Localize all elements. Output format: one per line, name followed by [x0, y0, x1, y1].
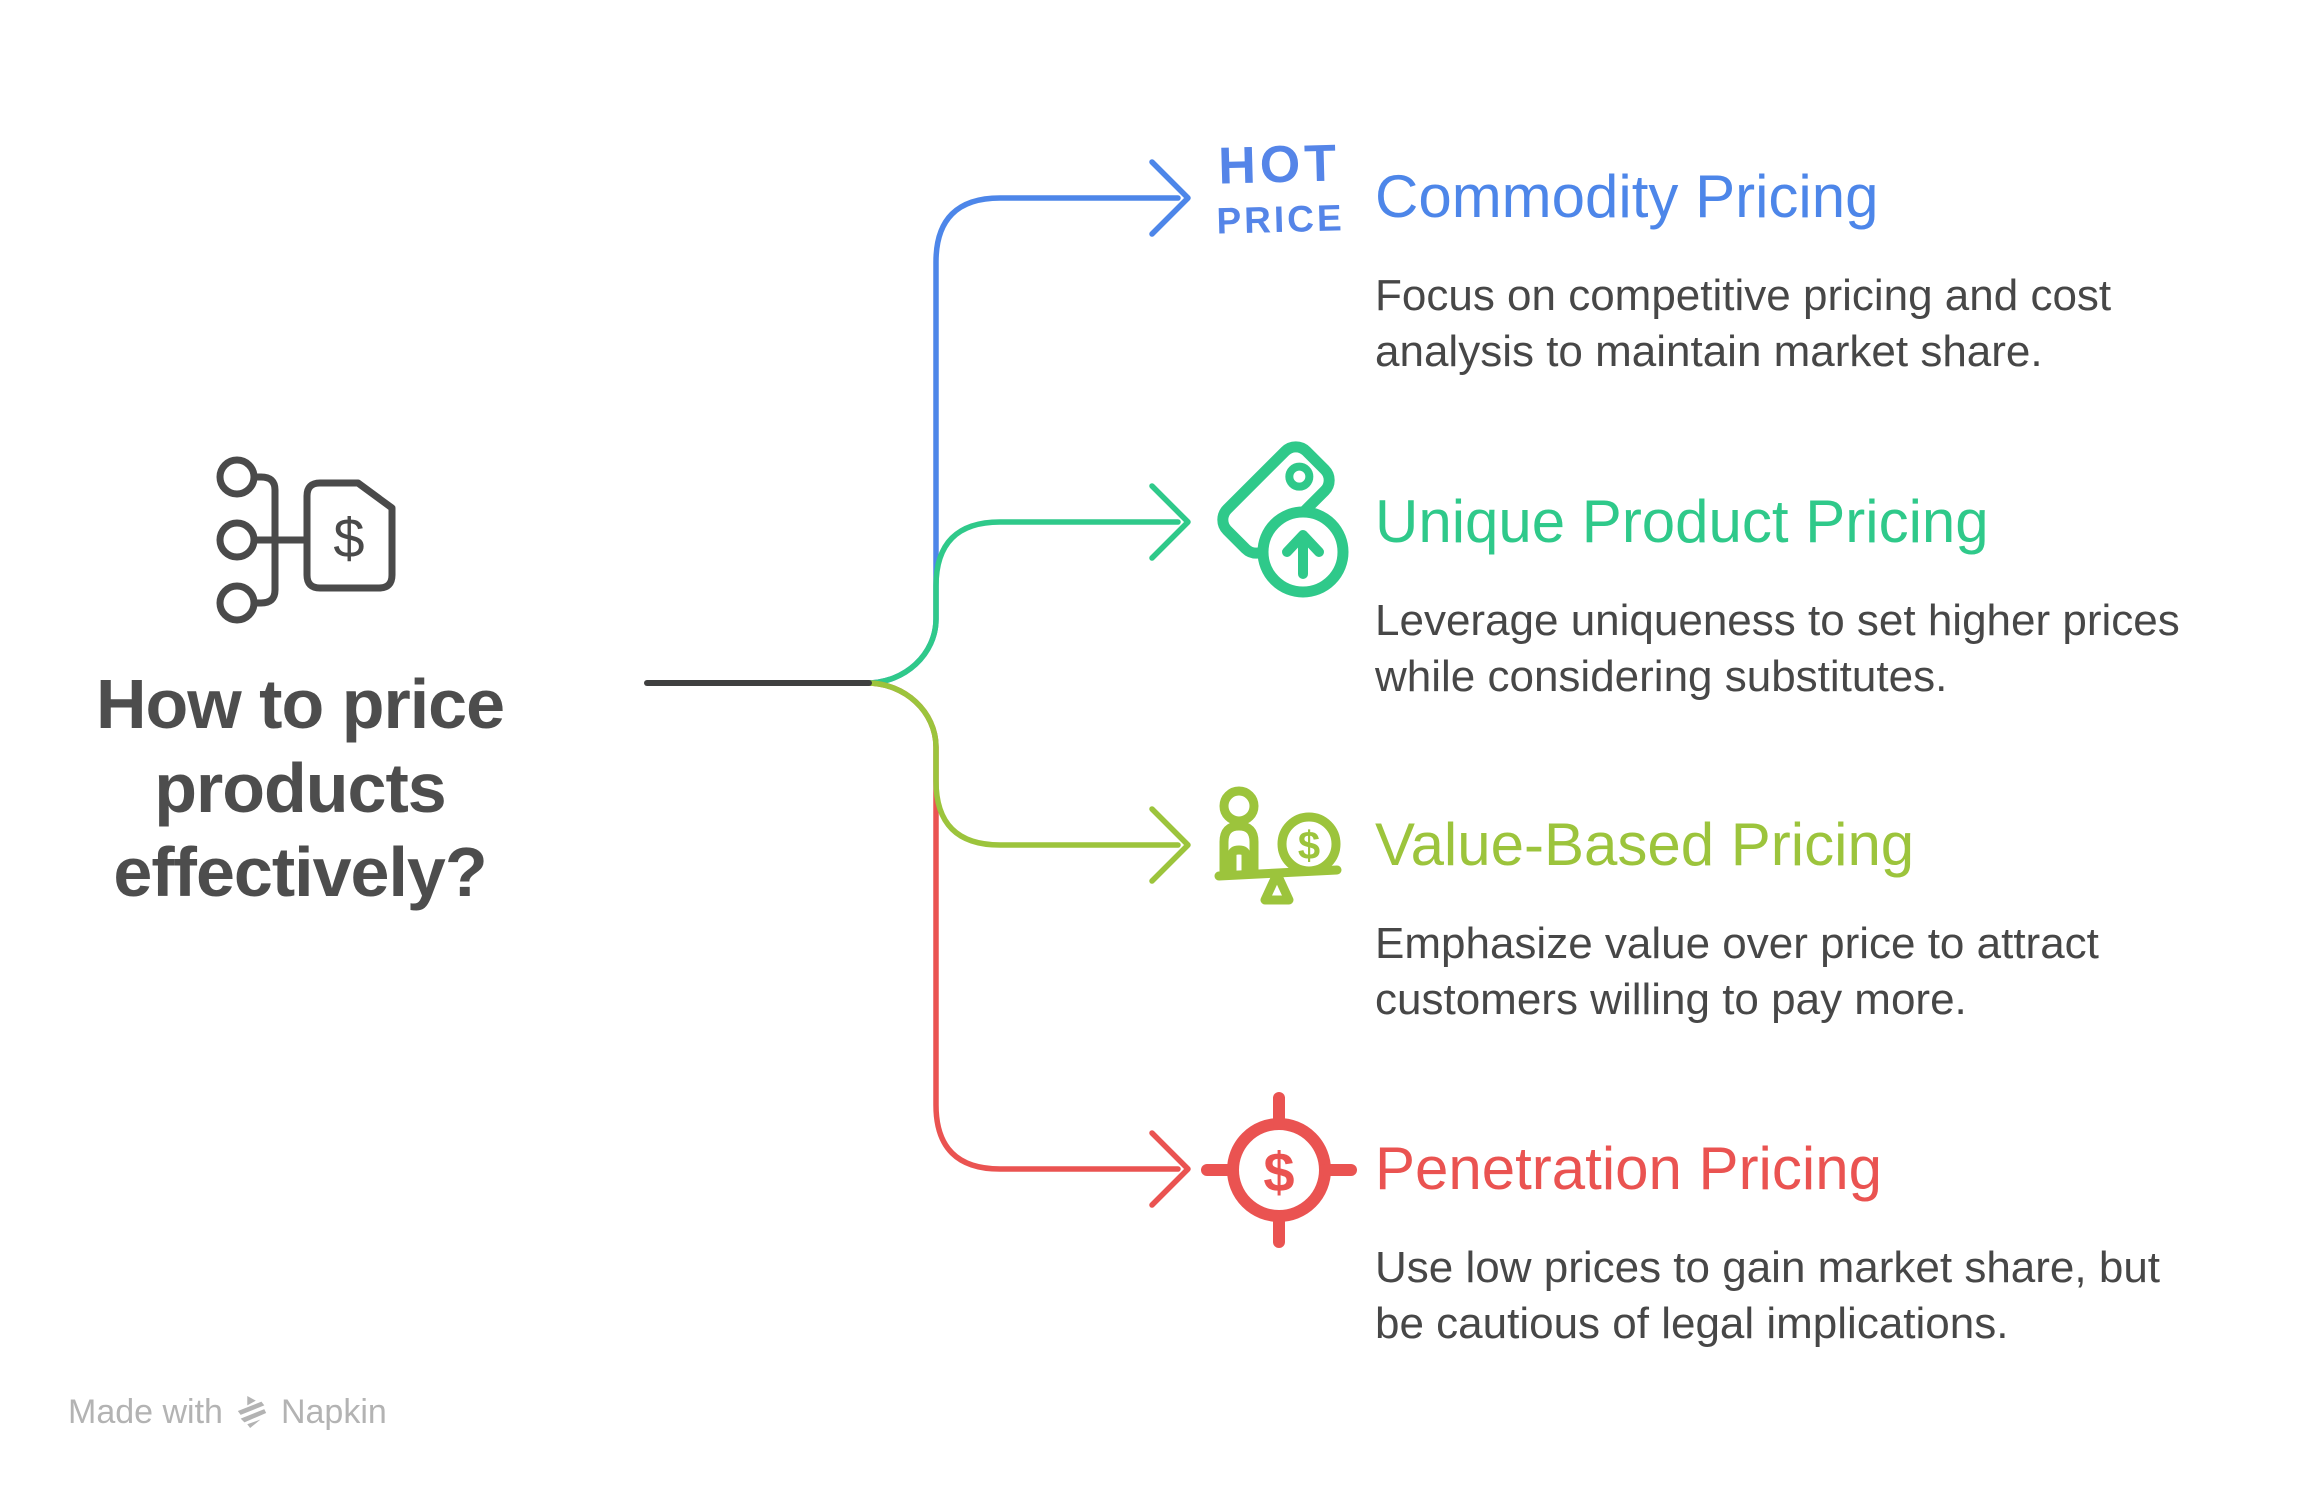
desc-line: while considering substitutes.: [1375, 652, 1948, 701]
branch-desc-value: Emphasize value over price to attract cu…: [1375, 916, 2099, 1028]
price-tag-up-arrow-icon: [1217, 441, 1349, 598]
hot-price-lettering-icon: HOT PRICE: [1200, 134, 1359, 260]
person-balance-dollar-icon: $: [1214, 786, 1342, 905]
watermark-prefix: Made with: [68, 1392, 223, 1431]
connector-value: [864, 680, 1181, 848]
branch-title-unique: Unique Product Pricing: [1375, 488, 1989, 555]
arrowhead-value-icon: [1149, 806, 1191, 884]
root-question-line: How to price: [95, 665, 505, 743]
target-dollar-icon: $: [1201, 1092, 1357, 1248]
connector-commodity: [864, 195, 1181, 686]
branch-desc-unique: Leverage uniqueness to set higher prices…: [1375, 593, 2180, 705]
root-question-line: products: [154, 749, 446, 827]
root-question: How to price products effectively?: [30, 662, 570, 914]
connector-unique: [864, 519, 1181, 686]
desc-line: Emphasize value over price to attract: [1375, 919, 2099, 968]
hot-price-top-text: HOT: [1217, 134, 1341, 196]
root-question-line: effectively?: [113, 833, 487, 911]
arrowhead-unique-icon: [1149, 483, 1191, 561]
desc-line: Focus on competitive pricing and cost: [1375, 271, 2112, 320]
branch-title-commodity: Commodity Pricing: [1375, 163, 1879, 230]
watermark-brand: Napkin: [280, 1392, 387, 1431]
branch-title-penetration: Penetration Pricing: [1375, 1135, 1882, 1202]
connector-penetration: [864, 680, 1181, 1172]
arrowhead-penetration-icon: [1149, 1130, 1191, 1208]
desc-line: Leverage uniqueness to set higher prices: [1375, 596, 2180, 645]
branch-desc-commodity: Focus on competitive pricing and cost an…: [1375, 268, 2111, 380]
desc-line: Use low prices to gain market share, but: [1375, 1243, 2161, 1292]
hierarchy-price-tag-icon: $: [216, 456, 396, 624]
dollar-glyph: $: [333, 507, 364, 570]
desc-line: analysis to maintain market share.: [1375, 327, 2043, 376]
branch-desc-penetration: Use low prices to gain market share, but…: [1375, 1240, 2160, 1352]
desc-line: customers willing to pay more.: [1375, 975, 1967, 1024]
hot-price-bottom-text: PRICE: [1216, 197, 1346, 242]
dollar-glyph: $: [1298, 824, 1320, 868]
made-with-napkin-watermark: Made with Napkin: [68, 1390, 387, 1434]
dollar-glyph: $: [1263, 1141, 1294, 1204]
desc-line: be cautious of legal implications.: [1375, 1299, 2009, 1348]
arrowhead-commodity-icon: [1149, 159, 1191, 237]
napkin-logo-icon: [237, 1395, 267, 1429]
branch-title-value: Value-Based Pricing: [1375, 811, 1915, 878]
